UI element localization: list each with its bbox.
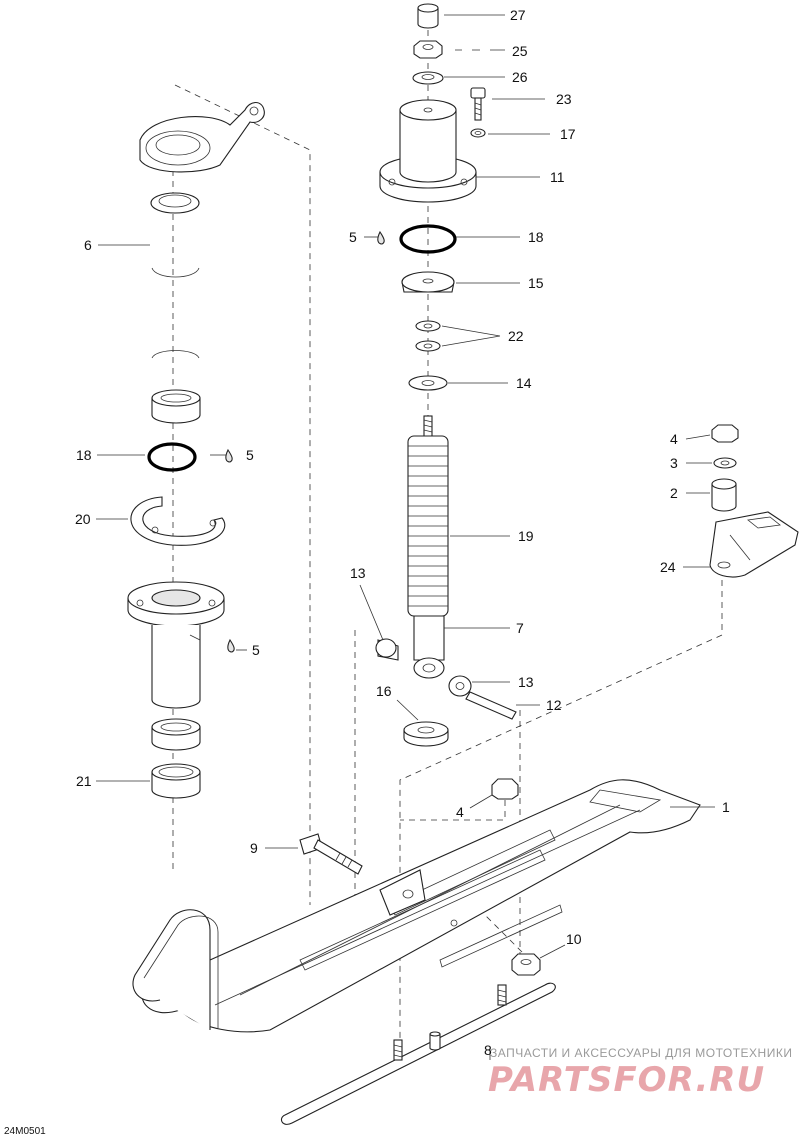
ski-1 — [141, 779, 701, 1033]
cap-27 — [417, 3, 439, 29]
grease-drop-icon — [377, 230, 385, 245]
callout-14: 14 — [516, 375, 532, 391]
callout-24: 24 — [660, 559, 676, 575]
nut-25 — [413, 40, 443, 59]
callout-4-ski: 4 — [456, 804, 464, 820]
callout-23: 23 — [556, 91, 572, 107]
callout-5-left-upper: 5 — [246, 447, 254, 463]
callout-25: 25 — [512, 43, 528, 59]
callout-22: 22 — [508, 328, 524, 344]
steering-arm-bracket — [139, 101, 265, 173]
ski-spindle-mount — [379, 869, 426, 916]
ski-handle — [132, 909, 219, 1030]
shock-absorber-19 — [407, 415, 449, 617]
callout-18-centre: 18 — [528, 229, 544, 245]
washer-26 — [412, 71, 444, 85]
shock-eyelet-7 — [413, 615, 445, 679]
callout-11: 11 — [550, 169, 565, 185]
plate-15 — [401, 271, 455, 293]
bushing-lower — [151, 718, 201, 751]
washer-17 — [470, 128, 486, 138]
callout-8: 8 — [484, 1042, 492, 1058]
runner-8 — [280, 982, 556, 1125]
callout-labels: 27 25 26 23 17 11 5 18 15 22 14 6 18 5 2… — [75, 7, 730, 1058]
callout-20: 20 — [75, 511, 91, 527]
bushing-upper — [151, 389, 201, 424]
callout-21: 21 — [76, 773, 92, 789]
callout-26: 26 — [512, 69, 528, 85]
callout-15: 15 — [528, 275, 544, 291]
retaining-ring-20 — [130, 496, 226, 546]
bushing-13-right — [448, 675, 472, 697]
callout-4-top: 4 — [670, 431, 678, 447]
grease-drop-icon — [227, 638, 235, 653]
callout-16: 16 — [376, 683, 392, 699]
figure-code: 24M0501 — [4, 1126, 46, 1137]
callout-12: 12 — [546, 697, 562, 713]
grease-drop-icon — [225, 448, 233, 463]
callout-27: 27 — [510, 7, 526, 23]
callout-7: 7 — [516, 620, 524, 636]
callout-10: 10 — [566, 931, 582, 947]
nut-4-top — [711, 424, 739, 443]
callout-3: 3 — [670, 455, 678, 471]
callout-1: 1 — [722, 799, 730, 815]
steering-housing-flange — [127, 581, 225, 709]
callout-9: 9 — [250, 840, 258, 856]
o-ring-18-left — [147, 442, 197, 472]
washers-22 — [415, 320, 441, 352]
bolt-9 — [299, 833, 363, 875]
watermark-caption: ЗАПЧАСТИ И АКСЕССУАРЫ ДЛЯ МОТОТЕХНИКИ — [490, 1046, 792, 1060]
washer-16 — [403, 721, 449, 747]
callout-6: 6 — [84, 237, 92, 253]
callout-19: 19 — [518, 528, 534, 544]
bracket-24 — [709, 511, 799, 578]
pin-12 — [465, 691, 517, 720]
nut-10 — [511, 953, 541, 976]
callout-17: 17 — [560, 126, 576, 142]
washer-14 — [408, 375, 448, 391]
watermark-brand: PARTSFOR.RU — [488, 1060, 765, 1100]
o-ring-18-centre — [399, 224, 457, 254]
leader-lines — [96, 14, 715, 1060]
shock-mount-11 — [379, 99, 477, 203]
bushing-13-left — [375, 638, 399, 661]
callout-5-centre: 5 — [349, 229, 357, 245]
callout-5-left-lower: 5 — [252, 642, 260, 658]
spacer-2 — [711, 478, 737, 512]
callout-2: 2 — [670, 485, 678, 501]
bushing-21 — [151, 763, 201, 799]
callout-13-upper: 13 — [350, 565, 366, 581]
bolt-23 — [470, 87, 486, 121]
callout-18-left: 18 — [76, 447, 92, 463]
nut-4-ski — [491, 778, 519, 800]
callout-13-lower: 13 — [518, 674, 534, 690]
steering-column-part-6 — [150, 192, 200, 359]
washer-3 — [713, 457, 737, 469]
